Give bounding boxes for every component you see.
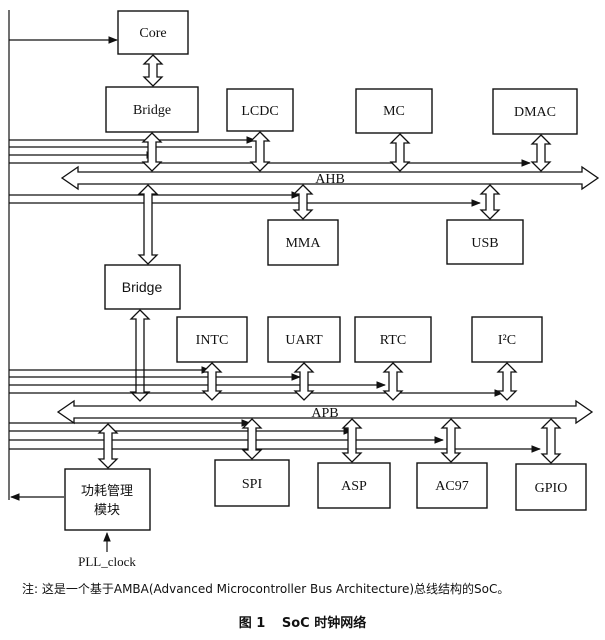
gpio-label: GPIO xyxy=(535,481,568,496)
rtc-block xyxy=(354,316,432,363)
power-mgmt-label-line1: 功耗管理 xyxy=(81,484,133,499)
bridge-mid-apb-connector xyxy=(129,309,151,402)
gpio-block xyxy=(515,463,587,511)
bridge-top-ahb-connector xyxy=(141,132,163,172)
uart-apb-connector xyxy=(293,362,315,401)
dmac-label: DMAC xyxy=(514,105,556,120)
intc-apb-connector xyxy=(201,362,223,401)
core-bridge-connector xyxy=(142,54,164,87)
diagram-note: 注: 这是一个基于AMBA(Advanced Microcontroller B… xyxy=(22,582,510,596)
asp-block xyxy=(317,462,391,509)
ahb-bridge-mid-connector xyxy=(137,184,159,265)
lcdc-ahb-connector xyxy=(249,131,271,172)
intc-block xyxy=(176,316,248,363)
core-block xyxy=(117,10,189,55)
power-mgmt-block xyxy=(64,468,151,531)
uart-block xyxy=(267,316,341,363)
mc-block xyxy=(355,88,433,134)
bridge-mid-block xyxy=(104,264,181,310)
ahb-clock-lines xyxy=(9,136,531,207)
dmac-block xyxy=(492,88,578,135)
asp-apb-connector xyxy=(341,418,363,463)
ahb-label: AHB xyxy=(315,172,345,187)
gpio-apb-connector xyxy=(540,418,562,464)
mma-label: MMA xyxy=(285,236,321,251)
uart-label: UART xyxy=(285,333,323,348)
i2c-label: I²C xyxy=(498,333,516,348)
bridge-top-block xyxy=(105,86,199,133)
dmac-ahb-connector xyxy=(530,134,552,172)
ac97-block xyxy=(416,462,488,509)
i2c-block xyxy=(471,316,543,363)
figure-title: SoC 时钟网络 xyxy=(281,616,367,631)
apb-power-connector xyxy=(97,423,119,469)
lcdc-label: LCDC xyxy=(241,104,278,119)
apb-clock-lines xyxy=(9,366,541,453)
lcdc-block xyxy=(226,88,294,132)
usb-label: USB xyxy=(471,236,498,251)
core-label: Core xyxy=(139,26,166,41)
spi-apb-connector xyxy=(241,418,263,460)
rtc-apb-connector xyxy=(382,362,404,401)
asp-label: ASP xyxy=(341,479,367,494)
figure-caption: 图 1 SoC 时钟网络 xyxy=(0,612,605,631)
mc-label: MC xyxy=(383,104,405,119)
ac97-apb-connector xyxy=(440,418,462,463)
usb-ahb-connector xyxy=(479,184,501,220)
pll-clock-label: PLL_clock xyxy=(78,554,136,569)
mc-ahb-connector xyxy=(389,133,411,172)
power-mgmt-label-line2: 模块 xyxy=(94,503,120,518)
spi-label: SPI xyxy=(242,477,263,492)
figure-number: 图 1 xyxy=(238,616,266,631)
rtc-label: RTC xyxy=(380,333,406,348)
mma-block xyxy=(267,219,339,266)
i2c-apb-connector xyxy=(496,362,518,401)
mma-ahb-connector xyxy=(292,184,314,220)
intc-label: INTC xyxy=(196,333,229,348)
ac97-label: AC97 xyxy=(435,479,468,494)
ahb-bus xyxy=(60,165,600,191)
bridge-mid-label: Bridge xyxy=(122,279,163,295)
apb-label: APB xyxy=(311,406,338,421)
apb-bus xyxy=(56,399,594,425)
usb-block xyxy=(446,219,524,265)
bridge-top-label: Bridge xyxy=(133,103,171,118)
spi-block xyxy=(214,459,290,507)
